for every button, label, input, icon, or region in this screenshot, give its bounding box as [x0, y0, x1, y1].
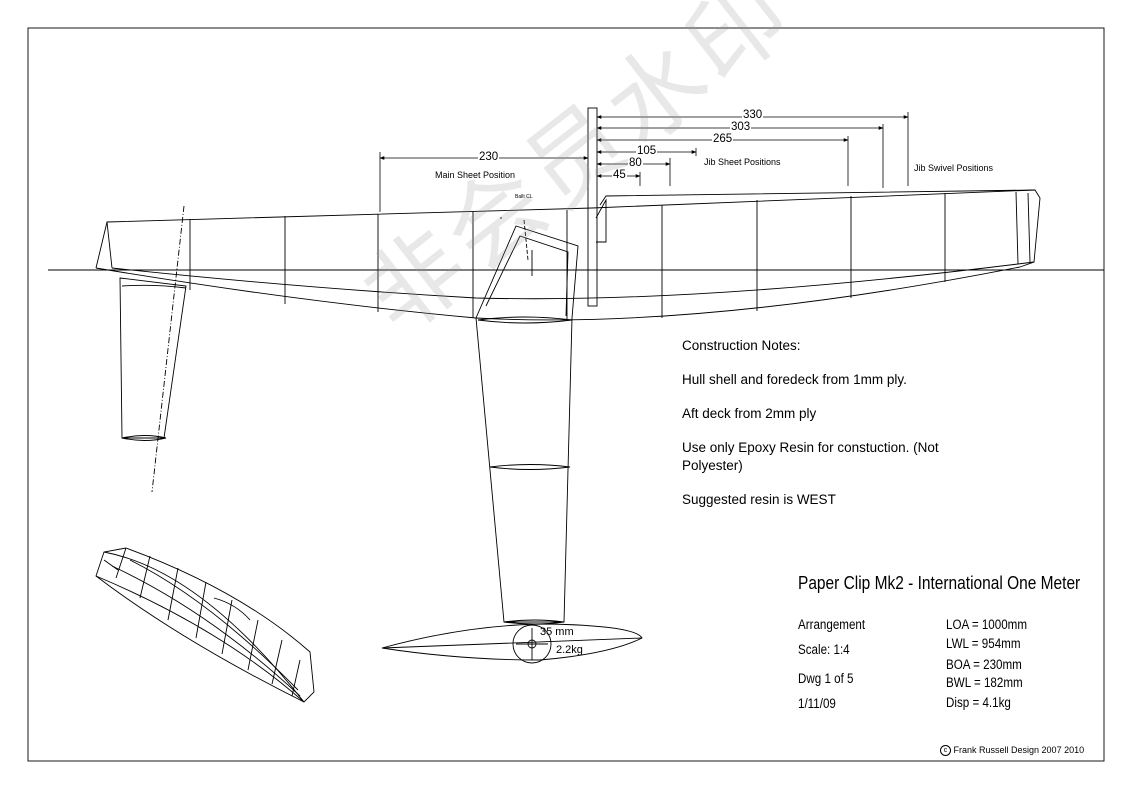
tb-left-item: Dwg 1 of 5 — [798, 671, 854, 686]
keel-fin — [475, 316, 573, 625]
copyright-line: c Frank Russell Design 2007 2010 — [940, 745, 1084, 756]
main-sheet-label: Main Sheet Position — [435, 170, 516, 180]
tb-right-item: LWL = 954mm — [946, 636, 1021, 651]
ballast-bulb — [381, 623, 643, 664]
fin-trunk — [475, 217, 579, 319]
drawing-title: Paper Clip Mk2 - International One Meter — [798, 573, 1081, 593]
tb-right-item: Disp = 4.1kg — [946, 695, 1011, 710]
notes-heading: Construction Notes: — [682, 338, 801, 353]
copyright-icon: c — [940, 745, 951, 756]
copyright-text: Frank Russell Design 2007 2010 — [953, 744, 1085, 755]
ballast-cl-label: Ballt CL — [515, 194, 533, 200]
dim-230: 230 — [478, 151, 500, 164]
tb-left-item: Arrangement — [798, 617, 866, 632]
tb-left-item: 1/11/09 — [798, 696, 836, 711]
tb-right-item: BWL = 182mm — [946, 675, 1023, 690]
dim-330: 330 — [742, 109, 764, 122]
tb-right-item: LOA = 1000mm — [946, 617, 1028, 632]
note-item: Hull shell and foredeck from 1mm ply. — [682, 372, 907, 387]
dim-45: 45 — [612, 169, 627, 182]
note-item: Use only Epoxy Resin for constuction. (N… — [682, 440, 939, 455]
note-item: Suggested resin is WEST — [682, 492, 836, 507]
bulb-weight-label: 2.2kg — [556, 644, 583, 656]
note-item: Aft deck from 2mm ply — [682, 406, 817, 421]
hull-profile — [95, 189, 1041, 321]
bulb-size-label: 35 mm — [540, 626, 574, 638]
dim-80: 80 — [628, 157, 643, 170]
jib-swivel-label: Jib Swivel Positions — [914, 163, 994, 173]
jib-sheet-label: Jib Sheet Positions — [704, 157, 781, 167]
drawing-border — [27, 27, 1105, 762]
note-item: Polyester) — [682, 458, 743, 473]
dim-265: 265 — [712, 133, 734, 146]
rudder — [119, 205, 187, 493]
tb-right-item: BOA = 230mm — [946, 657, 1022, 672]
dim-105: 105 — [636, 145, 658, 158]
tb-left-item: Scale: 1:4 — [798, 642, 850, 657]
mast — [587, 107, 598, 307]
iso-hull — [95, 547, 315, 703]
dim-303: 303 — [730, 121, 752, 134]
